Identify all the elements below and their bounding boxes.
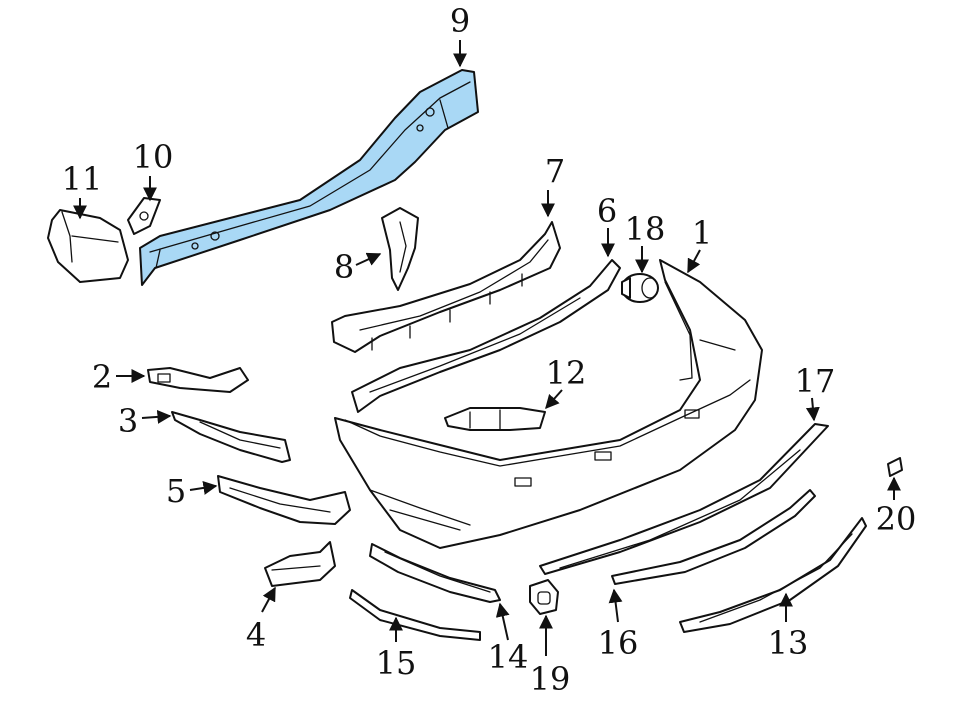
part-11-bracket[interactable] [47,209,129,283]
part-7-energy-absorber[interactable] [331,221,561,353]
callout-1: 1 [692,214,712,252]
leader-14 [495,602,510,641]
callout-19: 19 [530,660,571,698]
leader-5 [189,480,218,495]
part-2-bracket[interactable] [147,367,249,393]
callout-3: 3 [118,402,138,440]
callout-6: 6 [597,192,617,230]
callout-15: 15 [376,644,417,682]
part-15-moulding[interactable] [349,589,481,641]
leader-4 [261,586,276,613]
callout-12: 12 [546,354,587,392]
part-14-trim[interactable] [369,543,501,603]
part-18-sensor[interactable] [621,273,659,303]
part-16-strip[interactable] [611,489,816,585]
callout-18: 18 [625,210,666,248]
part-3-bracket[interactable] [171,411,291,463]
part-6-cover-strip[interactable] [351,259,621,413]
leader-12 [545,389,563,410]
part-20-clip[interactable] [887,457,903,477]
callout-16: 16 [598,624,639,662]
callout-2: 2 [92,358,112,396]
callout-10: 10 [133,138,174,176]
leader-arrows [73,40,901,656]
part-9-reinforcement-bar[interactable] [139,69,479,286]
part-8-side-bracket[interactable] [381,207,419,291]
part-12-bracket[interactable] [444,407,546,431]
part-19-sensor-bracket[interactable] [529,579,559,615]
callout-8: 8 [334,248,354,286]
callout-labels: 9 10 11 7 8 6 18 1 2 3 5 4 12 17 20 15 1… [62,2,917,698]
leader-16 [608,588,623,623]
callout-11: 11 [62,160,103,198]
leader-1 [687,249,701,274]
callout-9: 9 [450,2,470,40]
part-4-bracket[interactable] [264,541,336,587]
leader-8 [355,252,382,266]
leader-3 [141,409,172,424]
callout-17: 17 [795,362,836,400]
part-13-trim[interactable] [679,517,867,633]
part-1-bumper-cover[interactable] [334,259,763,549]
part-5-bracket[interactable] [217,475,351,525]
callout-14: 14 [488,638,529,676]
callout-5: 5 [166,472,186,510]
callout-13: 13 [768,624,809,662]
part-17-strip[interactable] [539,423,829,575]
part-10-bracket[interactable] [127,197,161,235]
callout-7: 7 [545,152,565,190]
callout-20: 20 [876,500,917,538]
callout-4: 4 [246,616,266,654]
leader-17 [805,397,820,422]
